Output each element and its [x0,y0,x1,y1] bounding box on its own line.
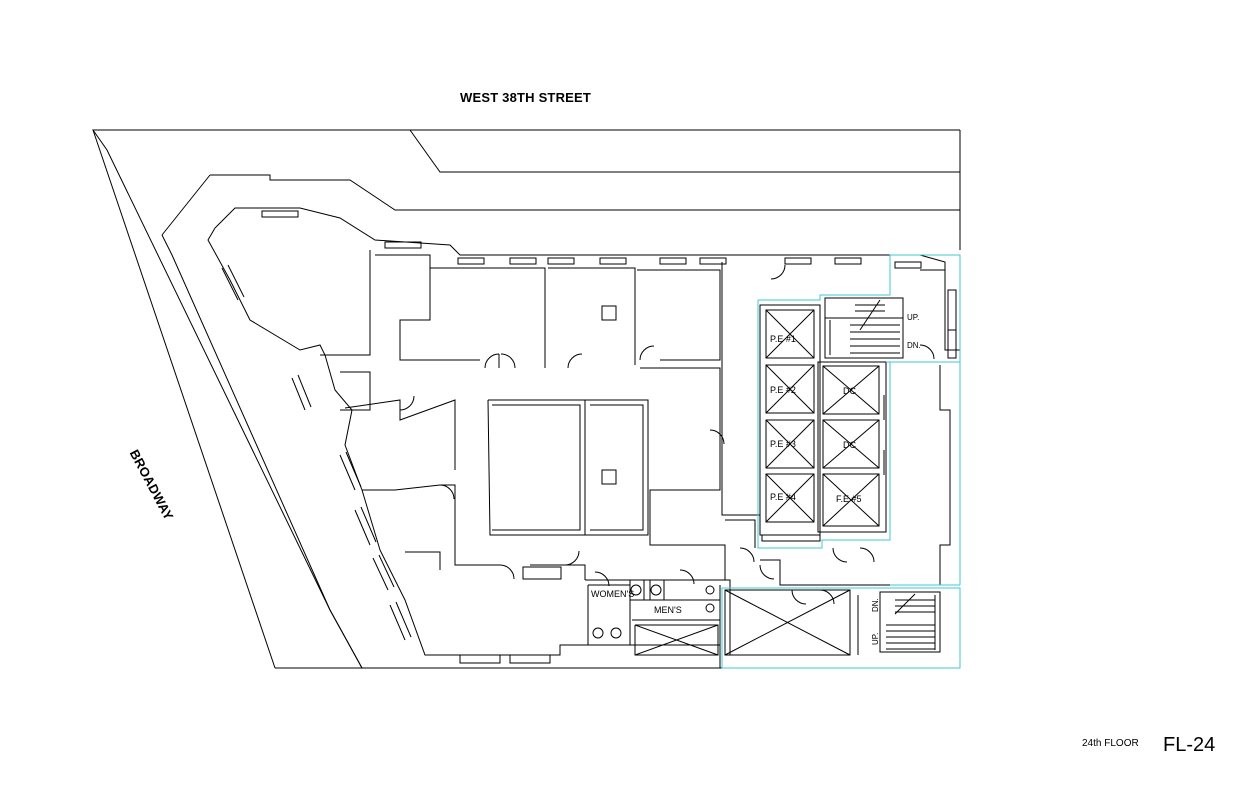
elevator-label-pe1: P.E #1 [770,334,796,344]
stair-label-south-up: UP. [871,633,880,645]
sidewalk-outline [92,129,960,669]
elevator-label-fe5: F.E #5 [836,494,862,504]
core-highlight [721,254,961,669]
stair-label-south-dn: DN. [871,598,880,612]
interior-walls [320,250,960,668]
room-label-mens: MEN'S [654,605,682,615]
elevator-bank [759,304,887,542]
elevator-label-pe2: P.E #2 [770,385,796,395]
building-west-facade [161,234,363,669]
room-label-womens: WOMEN'S [591,589,634,599]
facade-inner-west [207,227,721,668]
floor-caption: 24th FLOOR [1082,738,1139,749]
broadway-curb [92,129,276,669]
elevator-label-pe4: P.E #4 [770,492,796,502]
stair-label-north-up: UP. [907,313,919,322]
sheet-number: FL-24 [1163,734,1216,756]
north-windows [261,210,922,269]
column-marker-2 [601,469,617,485]
elevator-label-dc2: DC [843,440,856,450]
door-swings [399,264,935,605]
storage-fixture [522,566,562,580]
west-windows [221,264,551,664]
elevator-label-dc1: DC [843,386,856,396]
building-west-wall [161,174,211,236]
elevator-label-pe3: P.E #3 [770,439,796,449]
street-label-west-38th: WEST 38TH STREET [460,90,592,105]
stair-label-north-dn: DN. [907,341,921,350]
curb-line [409,129,960,173]
mechanical-shaft [724,589,851,656]
column-marker-1 [601,305,617,321]
restroom-fixtures [592,579,715,639]
south-stair [879,591,941,653]
building-outline [210,174,960,211]
north-stair [824,297,904,359]
east-windows [947,289,957,359]
facade-inner [214,207,960,351]
